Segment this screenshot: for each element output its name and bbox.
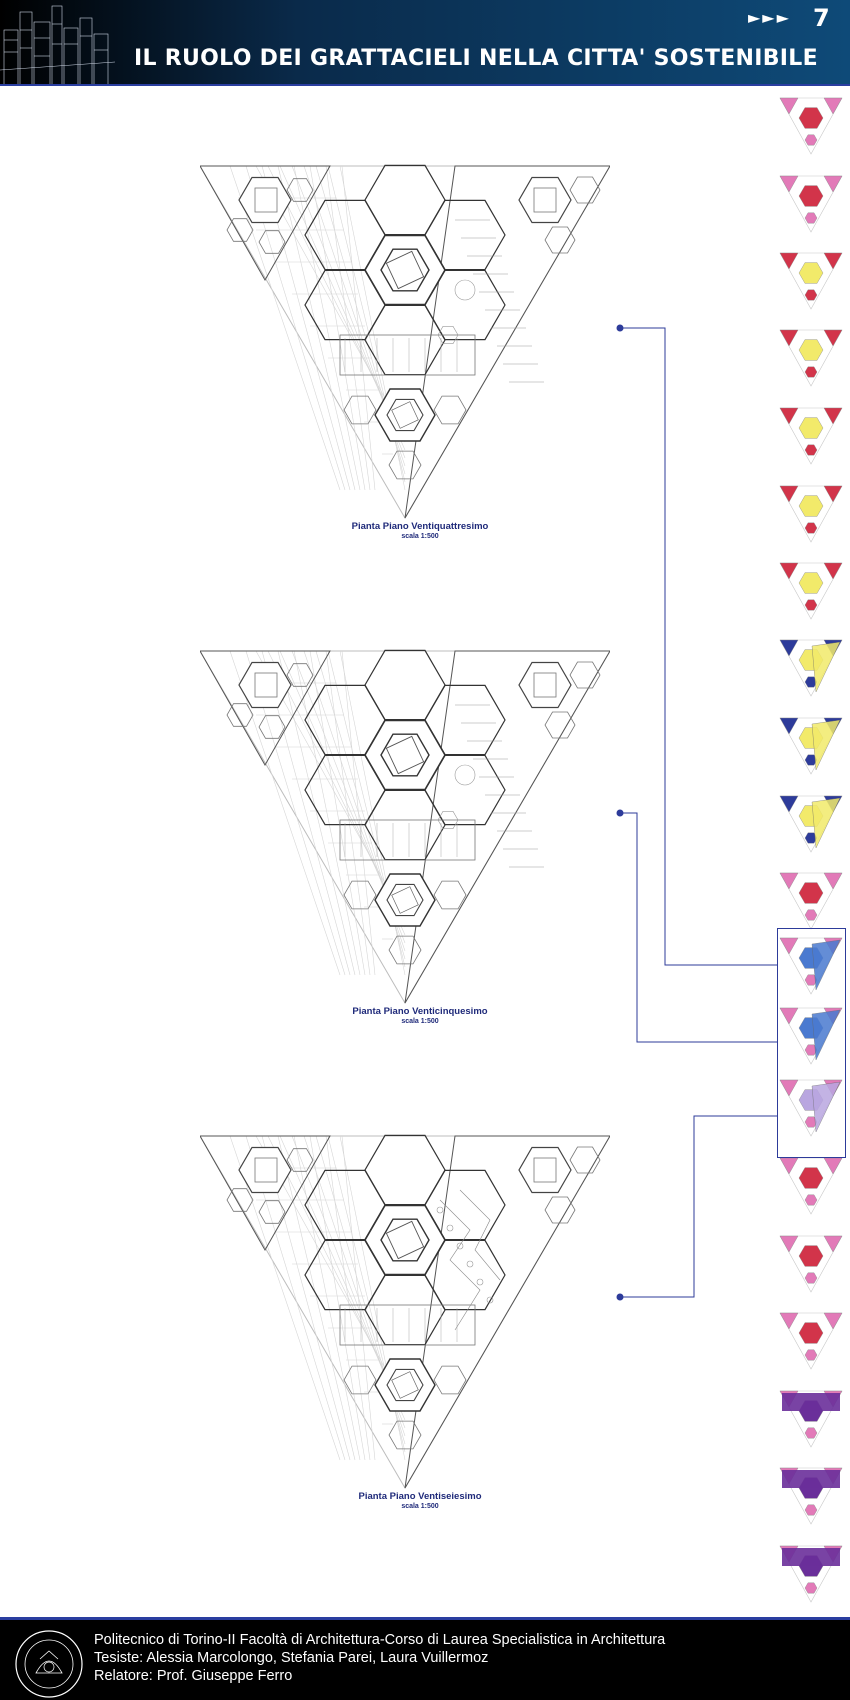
plan-title: Pianta Piano Venticinquesimo [352, 1006, 488, 1017]
politecnico-seal-logo [15, 1630, 83, 1698]
floor-thumbnail[interactable] [776, 480, 846, 544]
floor-thumbnail[interactable] [776, 247, 846, 311]
floor-thumbnail[interactable] [776, 790, 846, 854]
floor-thumbnail[interactable] [776, 170, 846, 234]
connector-dot [616, 324, 624, 332]
floor-thumbnail[interactable] [776, 1385, 846, 1449]
footer-line-authors: Tesiste: Alessia Marcolongo, Stefania Pa… [94, 1650, 489, 1666]
footer-credits: Politecnico di Torino-II Facoltà di Arch… [94, 1631, 665, 1685]
header-divider [0, 84, 850, 86]
page-title: IL RUOLO DEI GRATTACIELI NELLA CITTA' SO… [134, 46, 818, 71]
city-skyline-logo [0, 5, 115, 86]
floor-thumbnail[interactable] [776, 1002, 846, 1066]
next-arrows-icon[interactable]: ►►► [748, 8, 791, 27]
selected-floors-frame [777, 928, 846, 1158]
floor-thumbnail[interactable] [776, 1307, 846, 1371]
page-header: ►►► 7 IL RUOLO DEI GRATTACIELI NELLA CIT… [0, 0, 850, 86]
floor-thumbnail[interactable] [776, 1462, 846, 1526]
floor-plan-24 [200, 164, 610, 519]
floor-thumbnail[interactable] [776, 712, 846, 776]
floor-thumbnail[interactable] [776, 634, 846, 698]
floor-thumbnail[interactable] [776, 92, 846, 156]
floor-thumbnail[interactable] [776, 1230, 846, 1294]
footer-line-supervisor: Relatore: Prof. Giuseppe Ferro [94, 1668, 293, 1684]
connector-dot [616, 1293, 624, 1301]
plan-title: Pianta Piano Ventiquattresimo [351, 521, 489, 532]
floor-thumbnail[interactable] [776, 557, 846, 621]
floor-thumbnail[interactable] [776, 402, 846, 466]
plan-scale: scala 1:500 [401, 1503, 439, 1510]
plan-caption-26: Pianta Piano Ventiseiesimo scala 1:500 [290, 1491, 550, 1510]
floor-plan-26 [200, 1134, 610, 1489]
floor-thumbnail-strip [776, 92, 846, 1612]
page-footer: Politecnico di Torino-II Facoltà di Arch… [0, 1617, 850, 1700]
floor-thumbnail[interactable] [776, 932, 846, 996]
floor-thumbnail[interactable] [776, 1540, 846, 1604]
connector-dot [616, 809, 624, 817]
floor-thumbnail[interactable] [776, 324, 846, 388]
plan-scale: scala 1:500 [401, 1018, 439, 1025]
plan-caption-25: Pianta Piano Venticinquesimo scala 1:500 [290, 1006, 550, 1025]
plan-title: Pianta Piano Ventiseiesimo [358, 1491, 482, 1502]
floor-plan-25 [200, 649, 610, 1004]
floor-thumbnail[interactable] [776, 1152, 846, 1216]
plan-caption-24: Pianta Piano Ventiquattresimo scala 1:50… [290, 521, 550, 540]
floor-thumbnail[interactable] [776, 867, 846, 931]
floor-thumbnail[interactable] [776, 1074, 846, 1138]
footer-line-institution: Politecnico di Torino-II Facoltà di Arch… [94, 1632, 666, 1648]
plan-scale: scala 1:500 [401, 533, 439, 540]
footer-divider [0, 1617, 850, 1620]
page-number: 7 [813, 4, 830, 32]
